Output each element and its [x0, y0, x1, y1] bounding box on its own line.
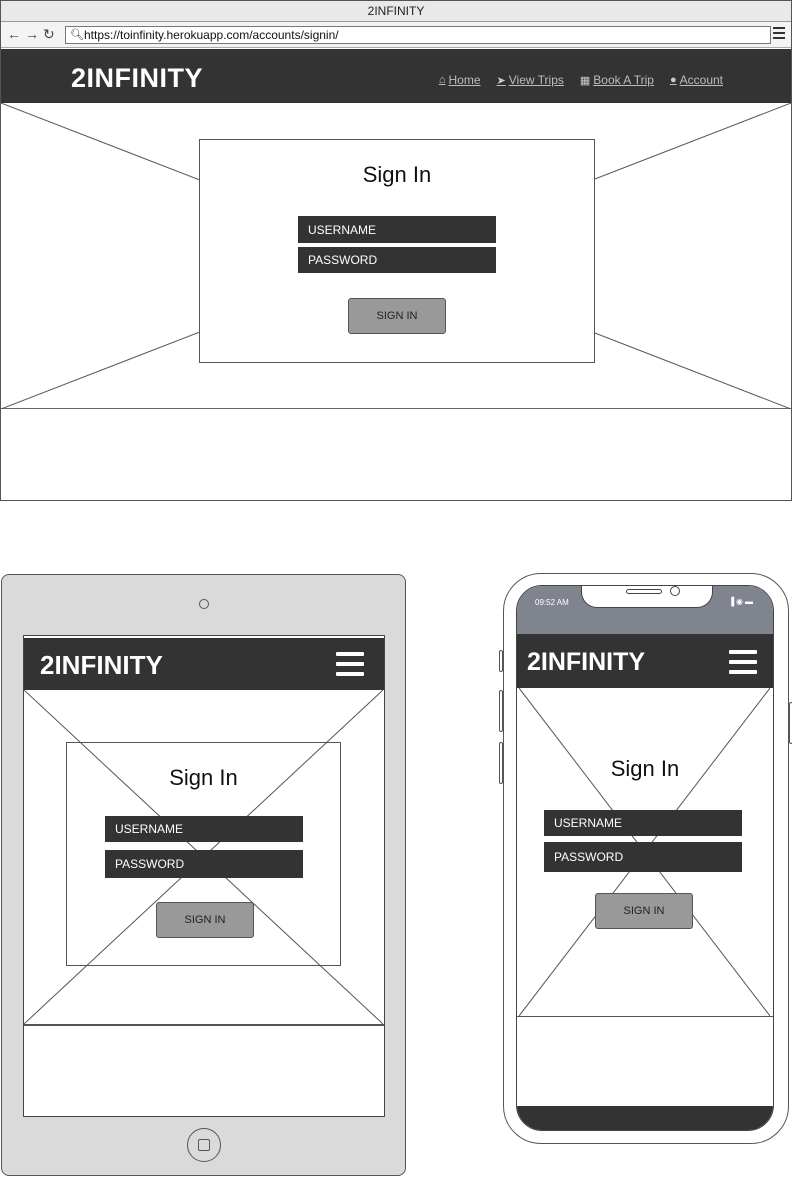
phone-bottom-bar: [517, 1106, 773, 1130]
phone-side-button: [499, 650, 503, 672]
desktop-browser-window: 2INFINITY ← → ↻ 🔍︎ https://toinfinity.he…: [0, 0, 792, 501]
nav-home-label: Home: [448, 73, 481, 87]
home-square-icon: [198, 1139, 210, 1151]
address-bar-row: ← → ↻ 🔍︎ https://toinfinity.herokuapp.co…: [1, 22, 791, 48]
phone-hamburger-icon[interactable]: [729, 650, 757, 674]
window-title: 2INFINITY: [1, 1, 791, 22]
phone-signin-button[interactable]: SIGN IN: [595, 893, 693, 929]
tablet-device: 2INFINITY Sign In USERNAME PASSWORD SIGN…: [1, 574, 406, 1176]
url-field[interactable]: 🔍︎ https://toinfinity.herokuapp.com/acco…: [65, 26, 771, 44]
password-field[interactable]: PASSWORD: [298, 247, 496, 273]
phone-power-button: [789, 702, 792, 744]
status-time: 09:52 AM: [535, 598, 569, 607]
nav-book-a-trip[interactable]: ▦Book A Trip: [580, 73, 654, 87]
search-icon: 🔍︎: [70, 29, 84, 41]
tablet-footer-divider: [24, 1024, 384, 1026]
main-nav: ⌂Home ➤View Trips ▦Book A Trip ●Account: [439, 73, 723, 87]
site-header: 2INFINITY ⌂Home ➤View Trips ▦Book A Trip…: [1, 49, 791, 103]
phone-status-bar: 09:52 AM ▐◉▬: [517, 586, 773, 634]
phone-signin-title: Sign In: [610, 756, 680, 781]
signin-title: Sign In: [362, 162, 432, 187]
back-arrow-icon[interactable]: ←: [7, 26, 21, 42]
phone-password-field[interactable]: PASSWORD: [544, 842, 742, 872]
phone-device: 09:52 AM ▐◉▬ 2INFINITY Sign In USERNAME …: [499, 573, 792, 1144]
signal-wifi-battery-icon: ▐◉▬: [728, 597, 755, 606]
nav-account[interactable]: ●Account: [670, 73, 723, 87]
site-logo[interactable]: 2INFINITY: [71, 63, 204, 93]
nav-view-trips-label: View Trips: [508, 73, 564, 87]
phone-screen: 09:52 AM ▐◉▬ 2INFINITY Sign In USERNAME …: [516, 585, 774, 1131]
tablet-username-field[interactable]: USERNAME: [105, 816, 303, 842]
rocket-icon: ➤: [496, 74, 506, 87]
nav-view-trips[interactable]: ➤View Trips: [497, 73, 564, 87]
home-icon: ⌂: [438, 74, 446, 86]
phone-volume-down: [499, 742, 503, 784]
browser-menu-icon[interactable]: [773, 27, 785, 41]
forward-arrow-icon[interactable]: →: [25, 26, 39, 42]
hero-image-placeholder: Sign In USERNAME PASSWORD SIGN IN: [1, 103, 791, 409]
nav-account-label: Account: [679, 73, 723, 87]
front-camera: [670, 586, 680, 596]
phone-header: 2INFINITY: [517, 634, 773, 688]
tablet-screen: 2INFINITY Sign In USERNAME PASSWORD SIGN…: [23, 635, 385, 1117]
signin-button[interactable]: SIGN IN: [348, 298, 446, 334]
tablet-home-button[interactable]: [187, 1128, 221, 1162]
tablet-header: 2INFINITY: [24, 638, 384, 690]
tablet-signin-button[interactable]: SIGN IN: [156, 902, 254, 938]
phone-username-field[interactable]: USERNAME: [544, 810, 742, 836]
calendar-icon: ▦: [579, 74, 591, 87]
tablet-password-field[interactable]: PASSWORD: [105, 850, 303, 878]
url-text: https://toinfinity.herokuapp.com/account…: [84, 28, 339, 42]
speaker-grille: [626, 589, 662, 594]
tablet-signin-card: Sign In USERNAME PASSWORD SIGN IN: [66, 742, 341, 966]
tablet-hamburger-icon[interactable]: [336, 652, 364, 676]
nav-book-a-trip-label: Book A Trip: [593, 73, 654, 87]
tablet-camera: [199, 599, 209, 609]
username-field[interactable]: USERNAME: [298, 216, 496, 243]
signin-card: Sign In USERNAME PASSWORD SIGN IN: [199, 139, 595, 363]
user-icon: ●: [669, 74, 677, 86]
phone-notch: [581, 586, 713, 608]
site-footer: [1, 409, 791, 501]
phone-volume-up: [499, 690, 503, 732]
phone-footer-divider: [517, 1016, 773, 1017]
tablet-signin-title: Sign In: [169, 765, 238, 790]
tablet-logo[interactable]: 2INFINITY: [40, 650, 163, 680]
reload-icon[interactable]: ↻: [43, 26, 55, 42]
nav-home[interactable]: ⌂Home: [439, 73, 481, 87]
phone-logo[interactable]: 2INFINITY: [527, 648, 646, 676]
